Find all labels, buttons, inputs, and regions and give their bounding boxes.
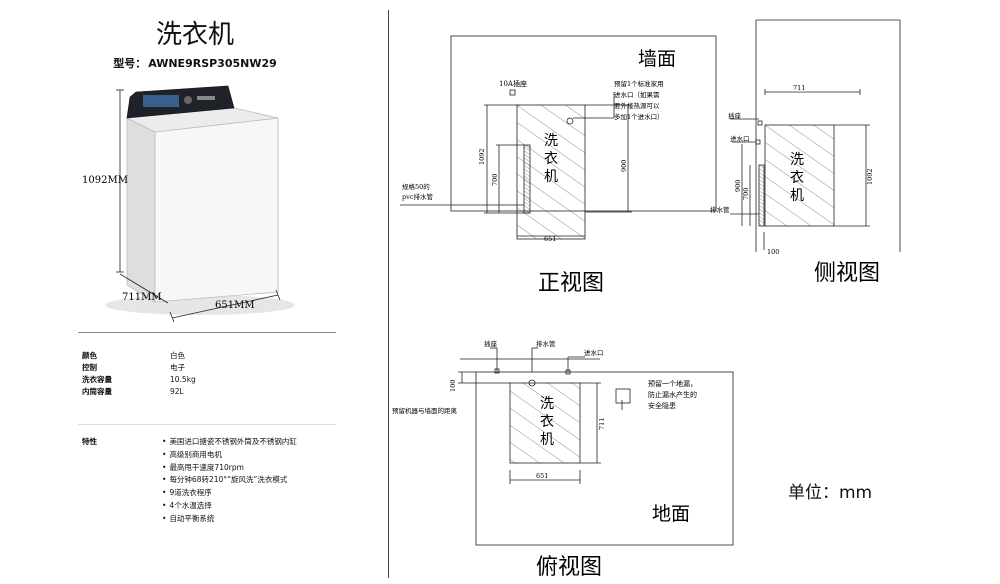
feature-list: 美国进口搪瓷不锈钢外筒及不锈钢内缸 高级别商用电机 最高甩干速度710rpm 每… <box>162 436 297 526</box>
side-dim-900: 900 <box>734 180 742 192</box>
floor-drain-icon <box>615 388 631 404</box>
feature-item: 自动平衡系统 <box>162 513 297 526</box>
side-drain-pipe <box>758 164 765 227</box>
front-wall-label: 墙面 <box>638 48 676 70</box>
front-dim-700: 700 <box>491 174 499 186</box>
top-water-inlet-icon <box>565 369 571 375</box>
front-view-drawing <box>400 35 717 240</box>
spec-key: 洗衣容量 <box>82 375 112 384</box>
product-height-label: 1092MM <box>82 175 128 186</box>
top-view-drawing <box>458 347 734 546</box>
top-machine-outline <box>509 382 581 464</box>
model-label: 型号： <box>113 57 147 70</box>
top-floor-drain-note: 预留一个地漏， 防止漏水产生的 安全隐患 <box>648 379 699 410</box>
side-machine-label: 洗 衣 机 <box>790 152 808 204</box>
side-view-drawing <box>730 19 901 252</box>
floor-label: 地面 <box>652 503 690 525</box>
top-machine-label: 洗 衣 机 <box>540 396 558 448</box>
feature-item: 高级别商用电机 <box>162 449 297 462</box>
front-view-label: 正视图 <box>538 271 604 296</box>
side-drain-label: 排水管 <box>710 205 730 214</box>
feature-item: 美国进口搪瓷不锈钢外筒及不锈钢内缸 <box>162 436 297 449</box>
front-socket-label: 10A插座 <box>499 79 527 88</box>
front-dim-651: 651 <box>544 235 556 243</box>
product-dimension-lines <box>116 89 281 323</box>
spec-value: 10.5kg <box>170 375 196 384</box>
feature-item: 9道洗衣程序 <box>162 487 297 500</box>
feature-divider <box>78 424 336 425</box>
feature-item: 最高甩干速度710rpm <box>162 462 297 475</box>
unit-label: 单位：mm <box>788 483 873 503</box>
top-socket-label: 插座 <box>484 339 498 348</box>
top-socket-icon <box>494 368 500 374</box>
front-water-note: 预留1个标准家用 进水口（如果需 要外接热源可以 多加1个进水口） <box>614 79 666 121</box>
top-dim-100: 100 <box>449 380 457 392</box>
model-value: AWNE9RSP305NW29 <box>148 57 277 70</box>
model-number: 型号：AWNE9RSP305NW29 <box>0 55 390 71</box>
spec-key: 内筒容量 <box>82 387 112 396</box>
control-display <box>143 95 179 107</box>
side-dim-700: 700 <box>742 188 750 200</box>
spec-key: 控制 <box>82 363 97 372</box>
side-socket-icon <box>757 120 763 126</box>
top-distance-note: 预留机器与墙面的距离 <box>392 406 458 415</box>
side-water-inlet-label: 进水口 <box>730 134 750 143</box>
side-machine-outline <box>764 124 835 227</box>
spec-value: 92L <box>170 387 184 396</box>
product-depth-label: 711MM <box>122 292 162 303</box>
front-dim-1092: 1092 <box>478 148 486 165</box>
spec-divider <box>78 332 336 333</box>
feature-item: 4个水温选择 <box>162 500 297 513</box>
side-water-inlet-icon <box>755 139 761 145</box>
spec-value: 白色 <box>170 351 185 360</box>
side-view-label: 侧视图 <box>814 261 880 286</box>
side-dim-1092: 1092 <box>866 168 874 185</box>
spec-key: 颜色 <box>82 351 97 360</box>
front-water-inlet-icon <box>566 117 574 125</box>
product-width-label: 651MM <box>215 300 255 311</box>
washer-product-image <box>105 85 295 315</box>
front-drain-pipe <box>523 144 531 214</box>
page-title: 洗衣机 <box>155 20 234 50</box>
front-machine-label: 洗 衣 机 <box>544 133 562 185</box>
top-dim-711: 711 <box>598 418 606 430</box>
top-water-inlet-label: 进水口 <box>584 348 604 357</box>
floor-frame <box>475 371 734 546</box>
column-divider <box>388 10 389 578</box>
features-label: 特性 <box>82 437 97 446</box>
top-dim-651: 651 <box>536 472 548 480</box>
side-socket-label: 插座 <box>728 111 742 120</box>
side-dim-711: 711 <box>793 84 805 92</box>
top-drain-label: 排水管 <box>536 339 556 348</box>
spec-value: 电子 <box>170 363 185 372</box>
front-socket-icon <box>509 89 516 96</box>
front-dim-900: 900 <box>620 160 628 172</box>
side-dim-100: 100 <box>767 248 779 256</box>
top-view-label: 俯视图 <box>536 555 602 580</box>
top-drain-icon <box>528 379 536 387</box>
front-drain-note: 规格50的 pvc排水管 <box>402 182 433 201</box>
feature-item: 每分钟68转210°“旋风洗”洗衣模式 <box>162 474 297 487</box>
